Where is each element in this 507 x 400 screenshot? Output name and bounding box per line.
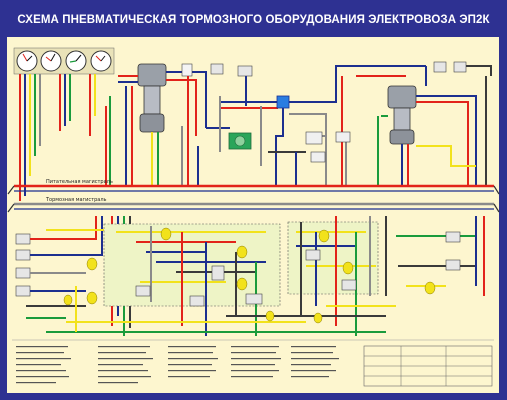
valve-small-2 bbox=[433, 61, 467, 73]
diagram-board: Питательная магистраль Тормозная магистр… bbox=[6, 36, 500, 394]
brake-line-label: Тормозная магистраль bbox=[45, 197, 107, 203]
driver-brake-valve bbox=[137, 63, 167, 133]
brake-block-left bbox=[103, 223, 281, 307]
gauge-panel bbox=[13, 47, 115, 75]
distribution-valve bbox=[276, 95, 290, 109]
left-block-devices bbox=[135, 227, 263, 307]
hose-ends bbox=[7, 185, 500, 213]
left-bogie-valves bbox=[15, 233, 98, 305]
pressure-switch-1 bbox=[305, 131, 351, 163]
aux-brake-valve bbox=[387, 85, 417, 145]
brake-line bbox=[14, 202, 494, 210]
gauge-3 bbox=[65, 50, 87, 72]
brake-block-right bbox=[287, 221, 379, 295]
bottom-yellow-caps bbox=[63, 294, 323, 324]
legend-area bbox=[12, 339, 494, 387]
valve-small-1 bbox=[181, 63, 253, 77]
supply-line-label: Питательная магистраль bbox=[46, 179, 113, 185]
gauge-4 bbox=[90, 50, 112, 72]
right-cylinders bbox=[424, 231, 461, 295]
gauge-2 bbox=[40, 50, 62, 72]
pneumatic-diagram: Питательная магистраль Тормозная магистр… bbox=[6, 36, 500, 394]
gauge-1 bbox=[16, 50, 38, 72]
supply-line bbox=[14, 184, 494, 192]
poster-title: СХЕМА ПНЕВМАТИЧЕСКАЯ ТОРМОЗНОГО ОБОРУДОВ… bbox=[17, 14, 490, 26]
right-block-devices bbox=[305, 229, 357, 291]
compressor-unit bbox=[228, 132, 252, 150]
